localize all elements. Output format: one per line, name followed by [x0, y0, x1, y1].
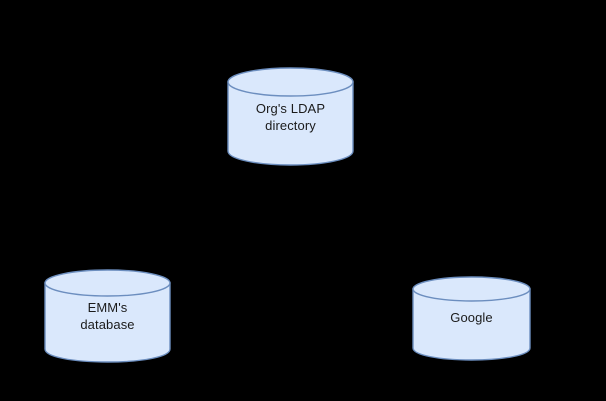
node-emm-database[interactable]: EMM's database — [44, 269, 171, 363]
database-cylinder-icon — [227, 67, 354, 166]
database-cylinder-icon — [44, 269, 171, 363]
database-cylinder-icon — [412, 276, 531, 361]
node-google[interactable]: Google — [412, 276, 531, 361]
node-org-ldap-directory[interactable]: Org's LDAP directory — [227, 67, 354, 166]
